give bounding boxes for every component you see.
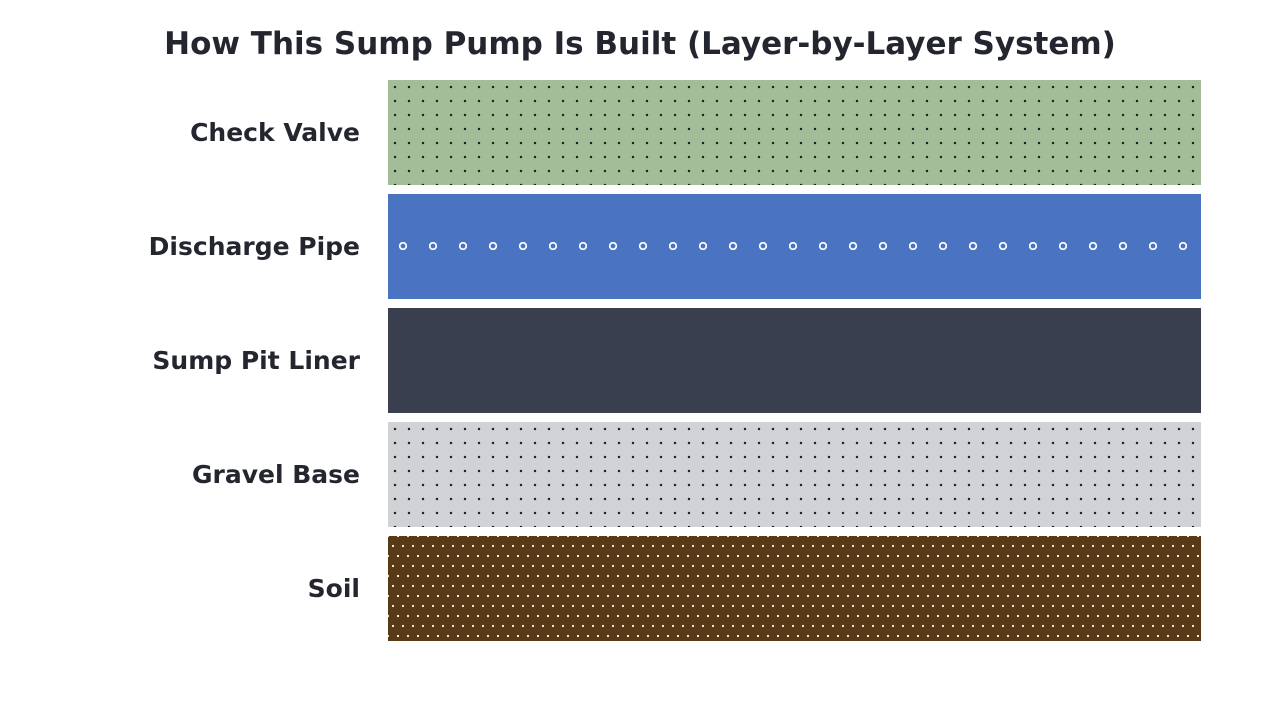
layer-bar-check-valve [388, 80, 1201, 185]
layer-bar-soil [388, 536, 1201, 641]
layer-label: Check Valve [190, 118, 360, 147]
layer-label: Soil [307, 574, 360, 603]
layer-bar-discharge-pipe [388, 194, 1201, 299]
layer-row-gravel-base: Gravel Base [0, 422, 1280, 527]
layer-bar-sump-pit-liner [388, 308, 1201, 413]
layer-label: Discharge Pipe [148, 232, 360, 261]
layer-row-sump-pit-liner: Sump Pit Liner [0, 308, 1280, 413]
diagram-title: How This Sump Pump Is Built (Layer-by-La… [164, 26, 1116, 62]
layer-row-soil: Soil [0, 536, 1280, 641]
layer-label: Gravel Base [191, 460, 360, 489]
layer-bar-gravel-base [388, 422, 1201, 527]
layer-row-discharge-pipe: Discharge Pipe [0, 194, 1280, 299]
layer-row-check-valve: Check Valve [0, 80, 1280, 185]
layer-label: Sump Pit Liner [152, 346, 360, 375]
